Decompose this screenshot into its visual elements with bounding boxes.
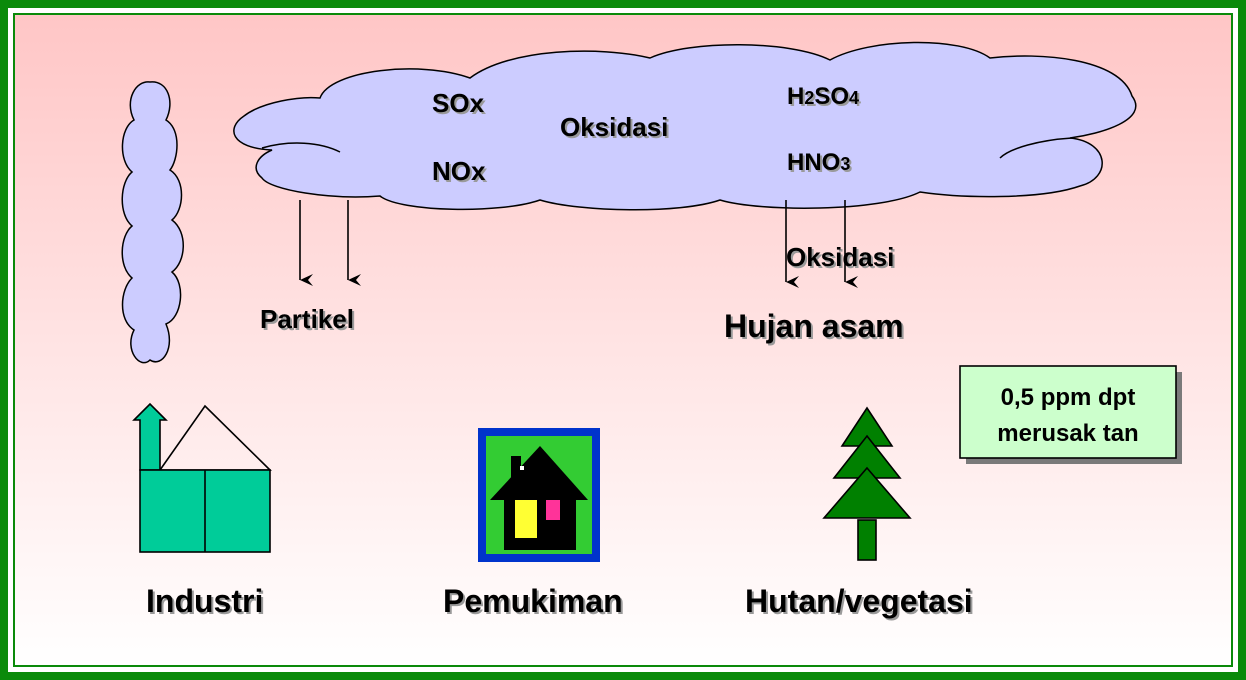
svg-text:Industri: Industri <box>148 585 265 621</box>
svg-text:SOx: SOx <box>434 90 487 120</box>
industry-icon <box>132 402 272 553</box>
svg-text:Hutan/vegetasi: Hutan/vegetasi <box>747 585 975 621</box>
label-sox: SOx SOx <box>432 88 487 120</box>
svg-text:SOx: SOx <box>432 88 485 118</box>
svg-text:H2SO4: H2SO4 <box>787 83 859 110</box>
svg-text:Oksidasi: Oksidasi <box>562 114 670 144</box>
pollution-cloud <box>233 41 1137 211</box>
svg-text:Oksidasi: Oksidasi <box>560 112 668 142</box>
svg-text:Pemukiman: Pemukiman <box>443 583 623 619</box>
svg-text:NOx: NOx <box>432 156 486 186</box>
label-h2so4: H2SO4 H2SO4 <box>787 83 861 112</box>
label-pemukiman: Pemukiman Pemukiman <box>443 583 625 621</box>
svg-text:HNO3: HNO3 <box>787 149 850 176</box>
svg-text:Hujan asam: Hujan asam <box>724 308 904 344</box>
svg-text:Oksidasi: Oksidasi <box>788 244 896 274</box>
svg-text:H2SO4: H2SO4 <box>789 85 861 112</box>
svg-text:Industri: Industri <box>146 583 263 619</box>
arrows <box>299 200 858 288</box>
label-industri: Industri Industri <box>146 583 265 621</box>
svg-text:Oksidasi: Oksidasi <box>786 242 894 272</box>
label-oksidasi-rain: Oksidasi Oksidasi <box>786 242 896 274</box>
svg-text:NOx: NOx <box>434 158 488 188</box>
svg-text:Pemukiman: Pemukiman <box>445 585 625 621</box>
svg-text:HNO3: HNO3 <box>789 151 852 178</box>
tree-icon <box>822 406 912 561</box>
label-nox: NOx NOx <box>432 156 488 188</box>
note-line-1: 0,5 ppm dpt <box>1001 384 1136 411</box>
note-line-2: merusak tan <box>997 420 1138 447</box>
svg-text:Hujan asam: Hujan asam <box>726 310 906 346</box>
smoke-plume <box>121 81 184 364</box>
svg-text:Hutan/vegetasi: Hutan/vegetasi <box>745 583 973 619</box>
svg-text:Partikel: Partikel <box>262 306 356 336</box>
label-hno3: HNO3 HNO3 <box>787 149 852 178</box>
svg-text:Partikel: Partikel <box>260 304 354 334</box>
label-partikel: Partikel Partikel <box>260 304 356 336</box>
label-hujan-asam: Hujan asam Hujan asam <box>724 308 906 346</box>
label-oksidasi-cloud: Oksidasi Oksidasi <box>560 112 670 144</box>
label-hutan: Hutan/vegetasi Hutan/vegetasi <box>745 583 975 621</box>
note-box: 0,5 ppm dpt merusak tan <box>959 365 1182 464</box>
house-icon <box>478 428 600 562</box>
